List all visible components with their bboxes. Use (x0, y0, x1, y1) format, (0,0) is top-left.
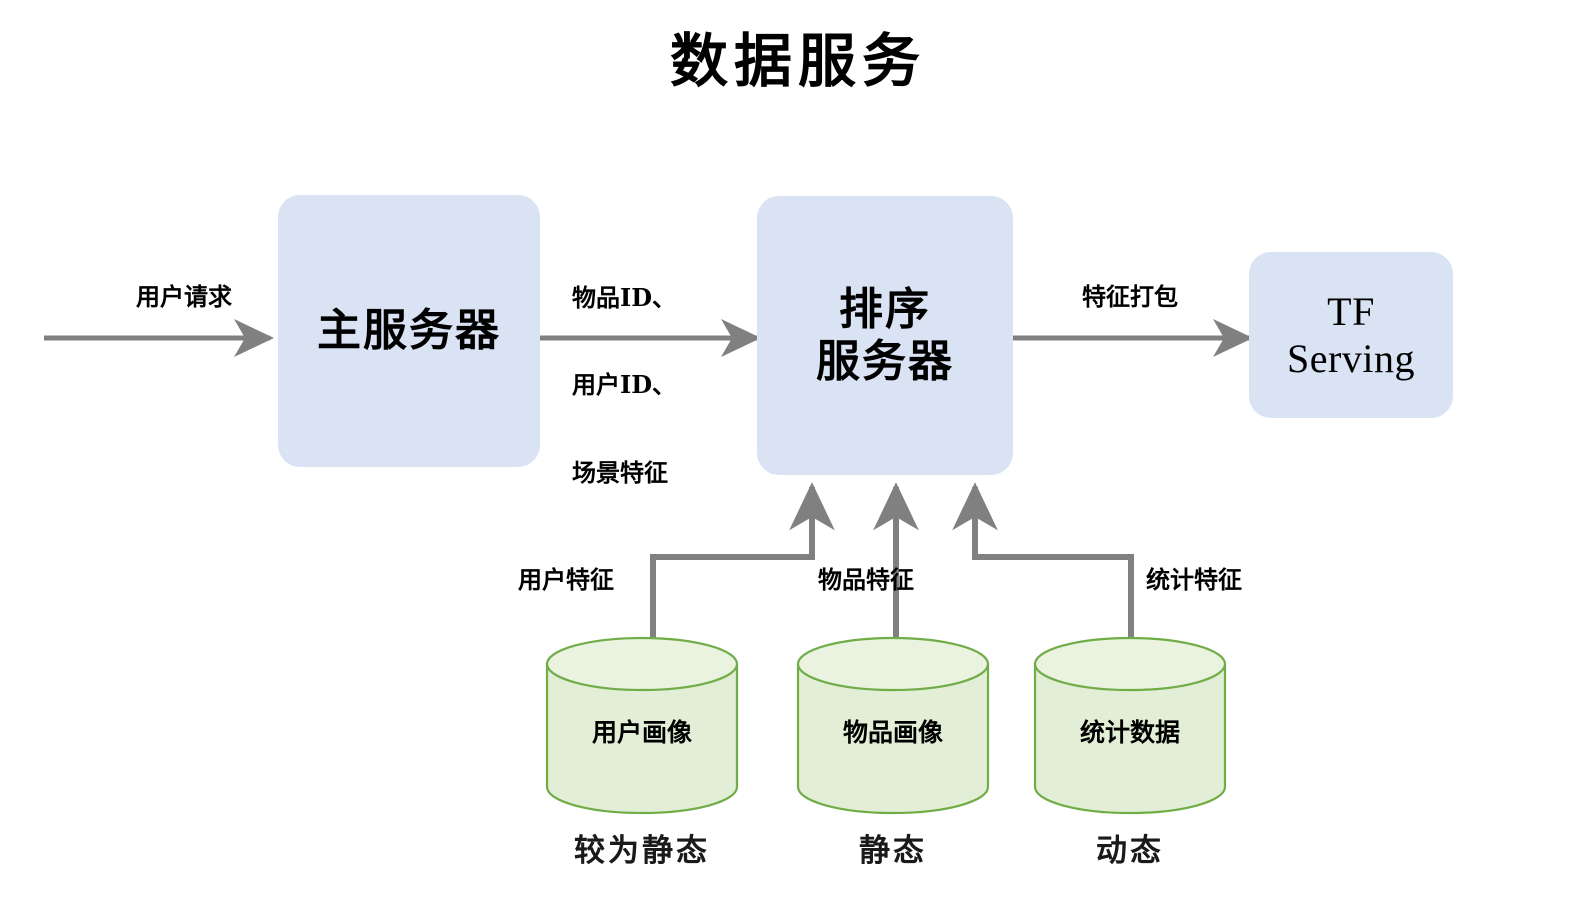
edge-label-ids-features-line2: 用户ID、 (572, 370, 677, 400)
node-tf-serving-label-line2: Serving (1287, 336, 1415, 381)
edge-label-ids-features: 物品ID、 用户ID、 场景特征 (572, 224, 676, 546)
page-title: 数据服务 (669, 27, 926, 95)
node-main-server-label: 主服务器 (317, 305, 501, 357)
node-tf-serving[interactable]: TF Serving (1249, 252, 1453, 418)
edge-label-item-feature: 物品特征 (818, 565, 914, 594)
datastore-label-stat-data: 统计数据 (1079, 718, 1180, 747)
node-rank-server-label-line1: 排序 (839, 283, 931, 335)
edge-label-user-request: 用户请求 (136, 282, 232, 311)
datastore-caption-item-profile: 静态 (859, 833, 927, 869)
node-tf-serving-label-line1: TF (1327, 288, 1375, 334)
edge-label-feature-pack: 特征打包 (1082, 282, 1178, 311)
datastore-caption-stat-data: 动态 (1096, 833, 1164, 869)
arrow-stat-data-to-rank (952, 482, 1134, 640)
edge-label-ids-features-line1: 物品ID、 (572, 282, 677, 312)
datastore-caption-user-profile: 较为静态 (574, 833, 710, 869)
edge-label-ids-features-line3: 场景特征 (572, 458, 668, 488)
datastore-label-item-profile: 物品画像 (842, 718, 943, 747)
node-main-server[interactable]: 主服务器 (278, 195, 540, 467)
edge-label-user-feature: 用户特征 (518, 565, 614, 594)
datastore-label-user-profile: 用户画像 (591, 718, 692, 747)
node-rank-server-label-line2: 服务器 (816, 335, 954, 387)
arrow-user-profile-to-rank (650, 482, 835, 640)
node-rank-server[interactable]: 排序 服务器 (757, 196, 1013, 475)
edge-label-stat-feature: 统计特征 (1146, 565, 1242, 594)
